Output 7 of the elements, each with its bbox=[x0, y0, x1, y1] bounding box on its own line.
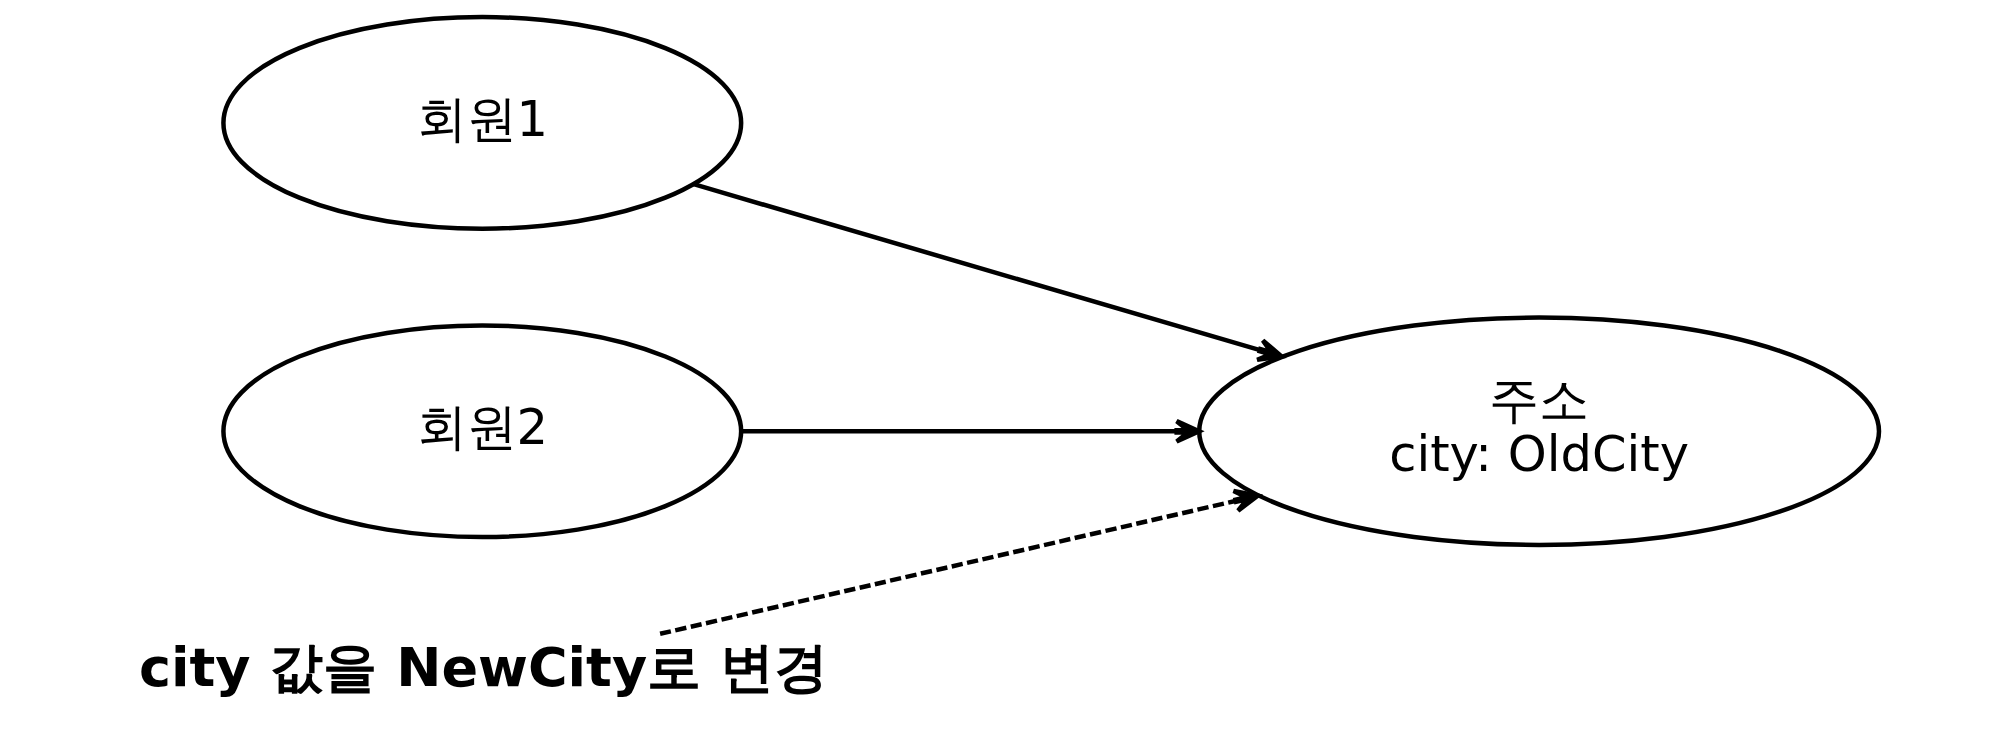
arrow bbox=[659, 488, 1260, 636]
node-ellipse: 회원2 bbox=[221, 323, 744, 540]
node-ellipse: 주소 city: OldCity bbox=[1196, 315, 1882, 548]
node-ellipse: 회원1 bbox=[221, 14, 744, 231]
arrow bbox=[741, 418, 1202, 444]
node-text: city 값을 NewCity로 변경 bbox=[139, 636, 828, 700]
arrow bbox=[693, 182, 1284, 363]
